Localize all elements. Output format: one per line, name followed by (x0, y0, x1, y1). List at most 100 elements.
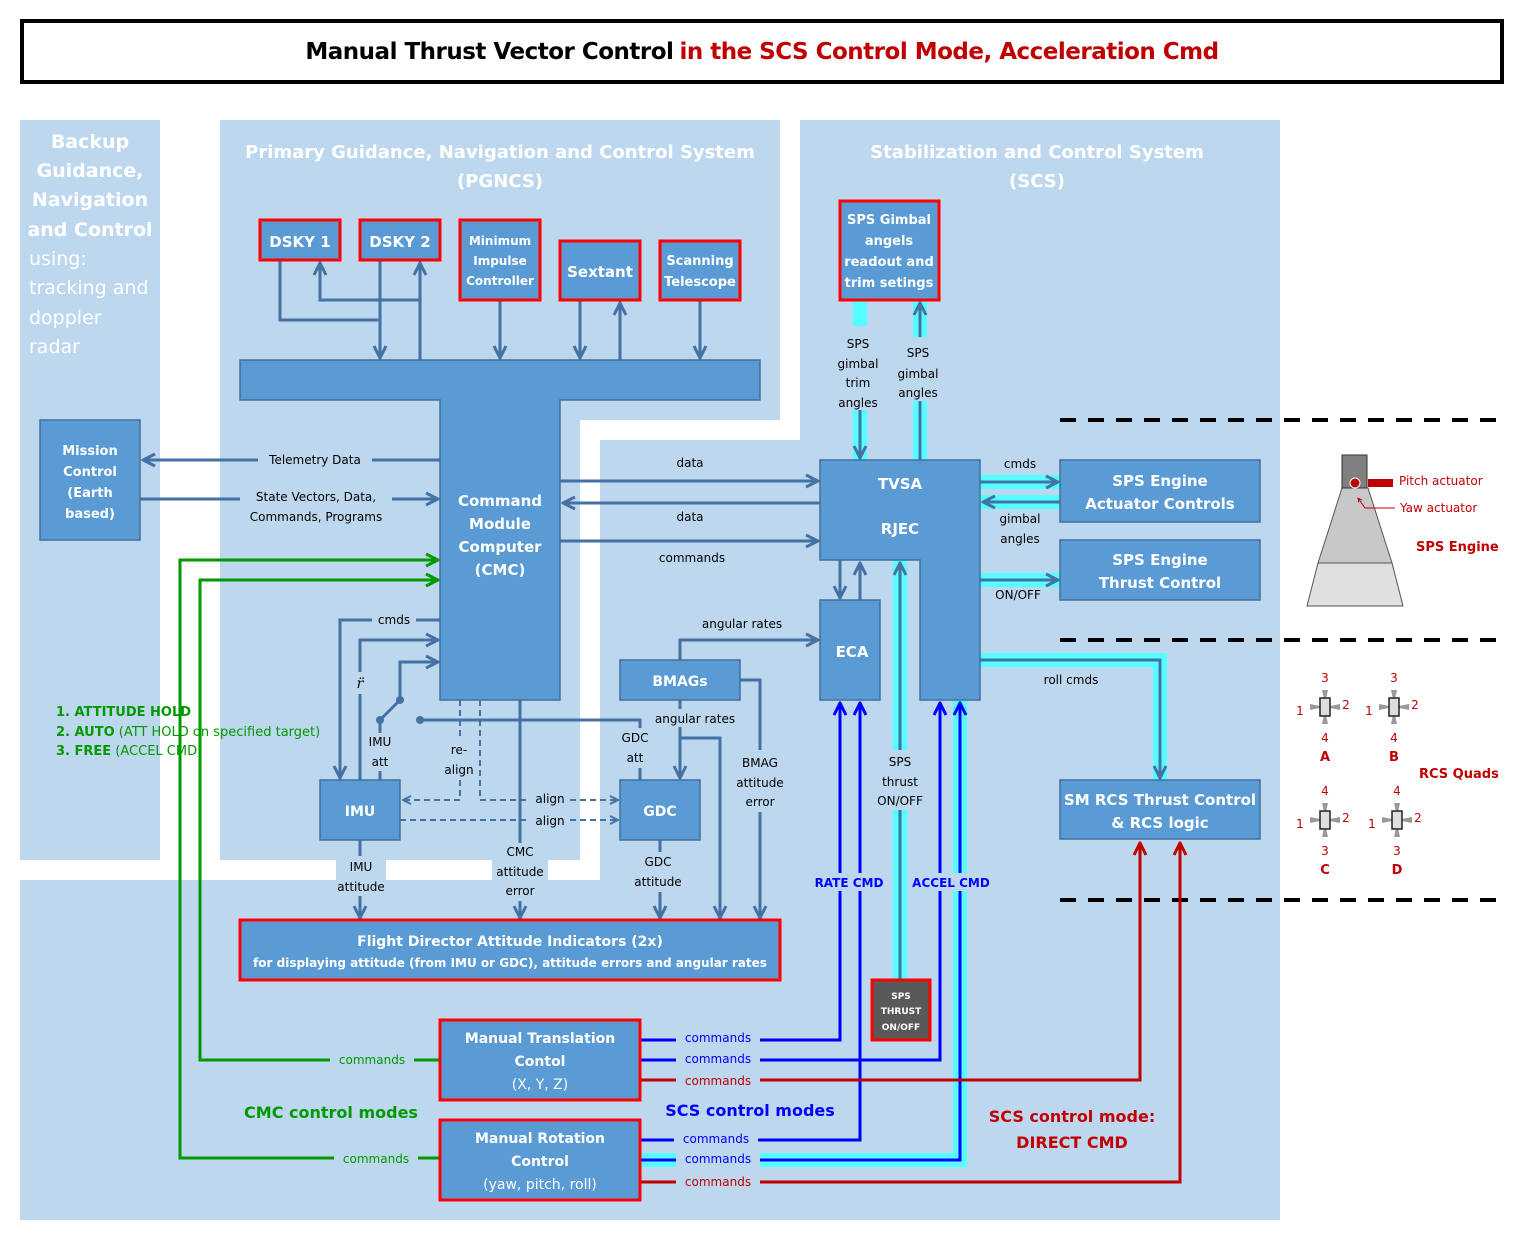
eca-block[interactable] (819, 599, 881, 701)
cmc-mode-3: 3. FREE (ACCEL CMD) (56, 744, 202, 759)
rotation-label-1: Manual Rotation (475, 1131, 605, 1147)
label-commands-rot-1: commands (683, 1132, 749, 1146)
label-gimbal-trim-1: SPS (847, 337, 869, 351)
mic-label-3: Controller (466, 274, 534, 288)
gimbal-readout-label-2: angels (865, 234, 914, 249)
label-bmag-error-2: attitude (736, 776, 783, 790)
label-sps-thrust-3: ON/OFF (877, 794, 923, 808)
cmc-label-4: (CMC) (475, 561, 526, 579)
thruster-label-right: 2 (1342, 811, 1350, 825)
label-gimbal-trim-3: trim (846, 376, 871, 390)
switch-pivot (376, 716, 384, 724)
thruster-bottom (1391, 715, 1397, 724)
rotation-label-3: (yaw, pitch, roll) (483, 1177, 597, 1193)
tvsa-rjec-block[interactable] (819, 459, 981, 701)
pitch-actuator-icon (1368, 479, 1393, 487)
actuator-controls-block[interactable] (1059, 459, 1261, 523)
sextant-label: Sextant (567, 263, 633, 281)
label-commands-trans-2: commands (685, 1052, 751, 1066)
quad-name-label: A (1320, 750, 1330, 765)
cmc-mode-1: 1. ATTITUDE HOLD (56, 705, 191, 720)
label-sps-thrust-2: thrust (882, 775, 918, 789)
thruster-label-right: 2 (1411, 698, 1419, 712)
rcs-thrust-label-2: & RCS logic (1111, 814, 1208, 832)
label-state-vectors-2: Commands, Programs (250, 510, 382, 524)
scs-heading-1: Stabilization and Control System (870, 142, 1204, 163)
label-onoff: ON/OFF (995, 588, 1041, 602)
gdc-block[interactable] (619, 779, 701, 841)
thruster-top (1322, 690, 1328, 699)
quad-body (1391, 810, 1403, 830)
mission-control-label-1: Mission (62, 444, 118, 459)
label-sps-thrust-1: SPS (889, 755, 911, 769)
engine-nozzle-upper (1317, 487, 1393, 564)
mic-label-1: Minimum (469, 234, 531, 248)
label-gdc-att-2: att (627, 751, 644, 765)
rotation-control-block[interactable] (438, 1118, 642, 1202)
gimbal-readout-block[interactable] (838, 199, 941, 302)
mic-block[interactable] (458, 218, 542, 302)
thruster-label-top: 3 (1321, 671, 1329, 685)
thruster-left (1310, 817, 1320, 823)
thruster-label-left: 1 (1296, 817, 1304, 831)
actuator-controls-label-2: Actuator Controls (1085, 495, 1235, 513)
caption-scs-modes: SCS control modes (665, 1101, 835, 1120)
sps-thrust-switch[interactable] (870, 978, 932, 1042)
telescope-block[interactable] (658, 239, 742, 302)
caption-cmc-modes: CMC control modes (244, 1103, 418, 1122)
label-imu-att-2: att (372, 755, 389, 769)
cmc-label-2: Module (469, 515, 531, 533)
fdai-block[interactable] (238, 918, 782, 982)
label-cmc-error-2: attitude (496, 865, 543, 879)
thruster-label-top: 4 (1393, 784, 1401, 798)
sps-thrust-switch-label-2: THRUST (881, 1007, 922, 1017)
engine-nozzle-lower (1306, 562, 1404, 607)
actuator-controls-label-1: SPS Engine (1112, 472, 1207, 490)
thruster-label-left: 1 (1296, 704, 1304, 718)
yaw-pointer (1358, 498, 1395, 509)
label-imu-att-1: IMU (369, 735, 392, 749)
tvsa-label: TVSA (878, 475, 923, 493)
diagram-title: Manual Thrust Vector Control in the SCS … (20, 19, 1504, 84)
thruster-label-bottom: 3 (1393, 844, 1401, 858)
mission-control-block[interactable] (39, 419, 141, 541)
scs-heading-2: (SCS) (1009, 171, 1065, 192)
sps-engine-illustration: Pitch actuator Yaw actuator SPS Engine (1306, 454, 1499, 607)
rcs-thrust-block[interactable] (1059, 779, 1261, 840)
backup-heading-1: Backup (51, 131, 129, 153)
label-align-2: align (535, 814, 564, 828)
bmags-block[interactable] (619, 659, 741, 701)
label-align-1: align (535, 792, 564, 806)
label-gimbal-angles-1: SPS (907, 346, 929, 360)
thruster-left (1379, 704, 1389, 710)
dsky-1-block[interactable] (258, 218, 342, 262)
label-commands-rot-2: commands (685, 1152, 751, 1166)
imu-block[interactable] (319, 779, 401, 841)
thruster-bottom (1322, 715, 1328, 724)
label-data-out: data (676, 456, 703, 470)
dsky-2-block[interactable] (358, 218, 442, 262)
switch-gdc-contact (416, 716, 424, 724)
cmc-block[interactable] (239, 359, 761, 701)
backup-heading-3: Navigation (32, 189, 148, 211)
imu-label: IMU (345, 804, 376, 820)
label-accel-cmd: ACCEL CMD (912, 876, 990, 890)
caption-direct-2: DIRECT CMD (1016, 1133, 1128, 1152)
sextant-block[interactable] (558, 239, 642, 302)
translation-control-block[interactable] (438, 1018, 642, 1102)
backup-body-4: radar (29, 336, 80, 358)
thrust-control-block[interactable] (1059, 539, 1261, 601)
label-gimbal-back-2: angles (1000, 532, 1040, 546)
thruster-label-bottom: 3 (1321, 844, 1329, 858)
line-bmag-rates (678, 640, 818, 660)
backup-body-2: tracking and (29, 277, 149, 299)
label-imu-attitude-1: IMU (350, 860, 373, 874)
red-line-rot-rcs (640, 843, 1180, 1184)
label-cmds-cmc: cmds (378, 613, 410, 627)
mic-label-2: Impulse (473, 254, 527, 268)
label-gdc-att-1: GDC (622, 731, 649, 745)
thruster-label-left: 1 (1365, 704, 1373, 718)
backup-heading-4: and Control (27, 219, 152, 241)
